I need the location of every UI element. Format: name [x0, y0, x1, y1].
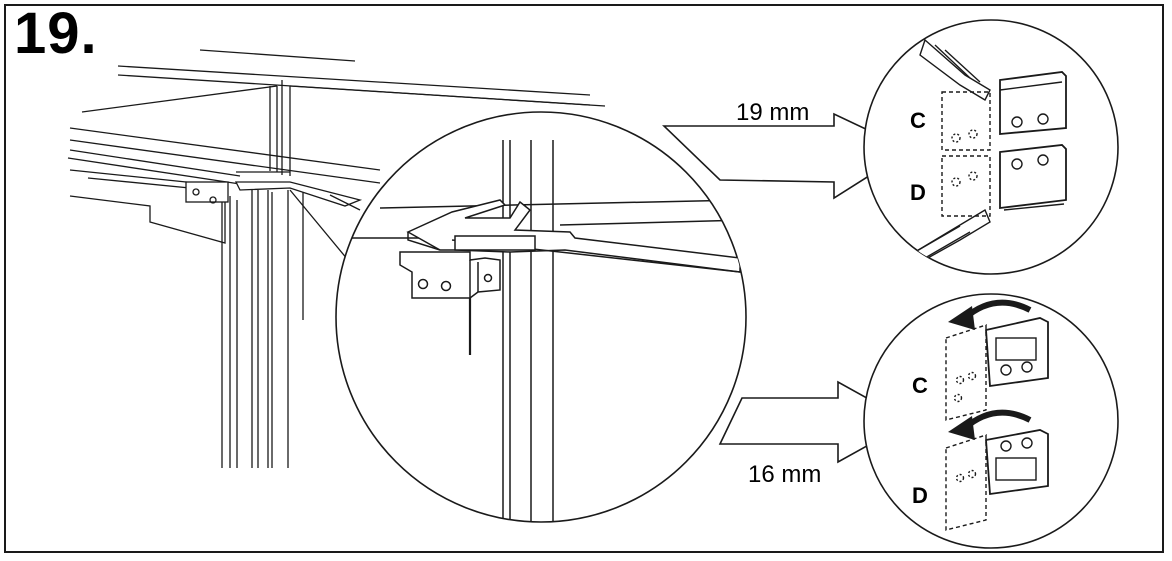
- lower-label-d: D: [912, 483, 928, 508]
- upper-label-c: C: [910, 108, 926, 133]
- measure-lower: 16 mm: [748, 461, 821, 488]
- lower-label-c: C: [912, 373, 928, 398]
- step-number: 19.: [14, 1, 98, 66]
- detail-circle-upper: C D: [863, 19, 1119, 275]
- figure-frame: [4, 4, 1164, 553]
- upper-label-d: D: [910, 180, 926, 205]
- detail-zoom-circle: [335, 111, 747, 523]
- measure-upper: 19 mm: [736, 99, 809, 126]
- detail-circle-lower: C D: [863, 293, 1119, 549]
- cabinet-frame: [67, 49, 606, 468]
